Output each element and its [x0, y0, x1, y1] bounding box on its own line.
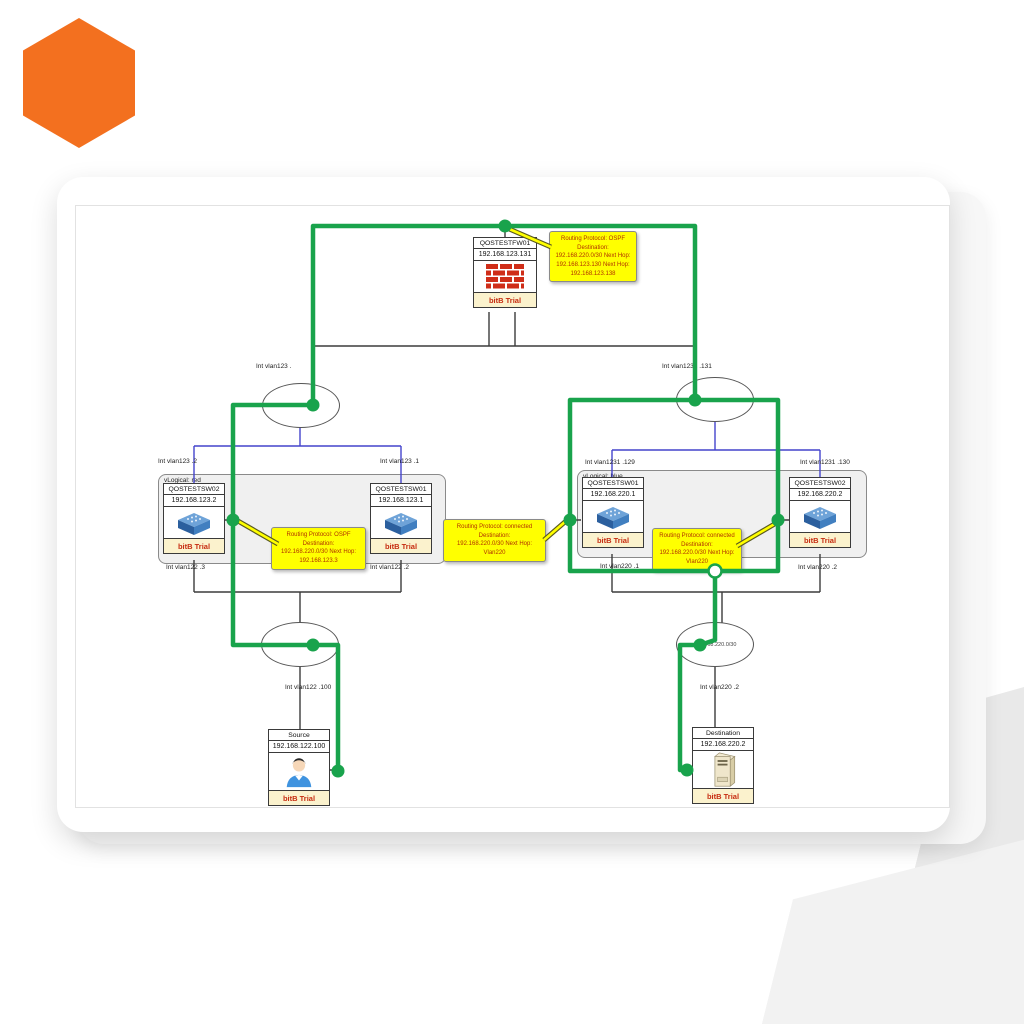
switch-icon [371, 507, 431, 539]
device-ip: 192.168.220.2 [790, 489, 850, 501]
iface-label: Int vlan122 .100 [285, 684, 332, 691]
iface-label: Int vlan123 .2 [158, 458, 198, 465]
switch-node-qostestsw02-red[interactable]: QOSTESTSW02 192.168.123.2 bitB Trial [163, 483, 225, 554]
routing-note-connected-mid: Routing Protocol: connected Destination:… [443, 519, 546, 562]
firewall-node[interactable]: QOSTESTFW01 192.168.123.131 bitB Trial [473, 237, 537, 308]
trial-badge: bitB Trial [269, 791, 329, 805]
iface-label: Int vlan220 .2 [798, 564, 838, 571]
trial-badge: bitB Trial [790, 533, 850, 547]
iface-label: Int vlan123 .1 [380, 458, 420, 465]
source-node[interactable]: Source 192.168.122.100 bitB Trial [268, 729, 330, 806]
switch-icon [790, 501, 850, 533]
destination-node[interactable]: Destination 192.168.220.2 bitB Trial [692, 727, 754, 804]
device-ip: 192.168.220.1 [583, 489, 643, 501]
trial-badge: bitB Trial [164, 539, 224, 553]
trial-badge: bitB Trial [583, 533, 643, 547]
switch-icon [164, 507, 224, 539]
network-cloud-bottom-right: 192.168.220.0/30 [676, 622, 754, 667]
iface-label: Int vlan1231 .131 [662, 363, 712, 370]
device-name: Destination [693, 728, 753, 739]
device-ip: 192.168.123.131 [474, 249, 536, 261]
device-ip: 192.168.123.2 [164, 495, 224, 507]
device-ip: 192.168.122.100 [269, 741, 329, 753]
device-ip: 192.168.123.1 [371, 495, 431, 507]
firewall-icon [474, 261, 536, 293]
device-name: QOSTESTFW01 [474, 238, 536, 249]
trial-badge: bitB Trial [693, 789, 753, 803]
switch-node-qostestsw01-red[interactable]: QOSTESTSW01 192.168.123.1 bitB Trial [370, 483, 432, 554]
routing-note-ospf-firewall: Routing Protocol: OSPF Destination: 192.… [549, 231, 637, 283]
routing-note-ospf-left: Routing Protocol: OSPF Destination: 192.… [271, 527, 366, 570]
device-name: QOSTESTSW02 [164, 484, 224, 495]
trial-badge: bitB Trial [474, 293, 536, 307]
routing-note-connected-right: Routing Protocol: connected Destination:… [652, 528, 742, 571]
server-icon [693, 751, 753, 789]
iface-label: Int vlan1231 .130 [800, 459, 850, 466]
device-name: Source [269, 730, 329, 741]
trial-badge: bitB Trial [371, 539, 431, 553]
group-label: vLogical: red [164, 477, 201, 484]
network-label: 192.168.220.0/30 [693, 641, 737, 648]
iface-label: Int vlan1231 .129 [585, 459, 635, 466]
iface-label: Int vlan123 . [256, 363, 292, 370]
iface-label: Int vlan122 .2 [370, 564, 410, 571]
switch-node-qostestsw01-blue[interactable]: QOSTESTSW01 192.168.220.1 bitB Trial [582, 477, 644, 548]
iface-label: Int vlan220 .1 [600, 563, 640, 570]
iface-label: Int vlan220 .2 [700, 684, 740, 691]
network-cloud-top-right [676, 377, 754, 422]
brand-hexagon-logo [23, 18, 135, 148]
device-name: QOSTESTSW01 [371, 484, 431, 495]
switch-node-qostestsw02-blue[interactable]: QOSTESTSW02 192.168.220.2 bitB Trial [789, 477, 851, 548]
network-cloud-bottom-left [261, 622, 339, 667]
person-icon [269, 753, 329, 791]
network-cloud-top-left [262, 383, 340, 428]
device-name: QOSTESTSW02 [790, 478, 850, 489]
device-ip: 192.168.220.2 [693, 739, 753, 751]
switch-icon [583, 501, 643, 533]
iface-label: Int vlan122 .3 [166, 564, 206, 571]
device-name: QOSTESTSW01 [583, 478, 643, 489]
